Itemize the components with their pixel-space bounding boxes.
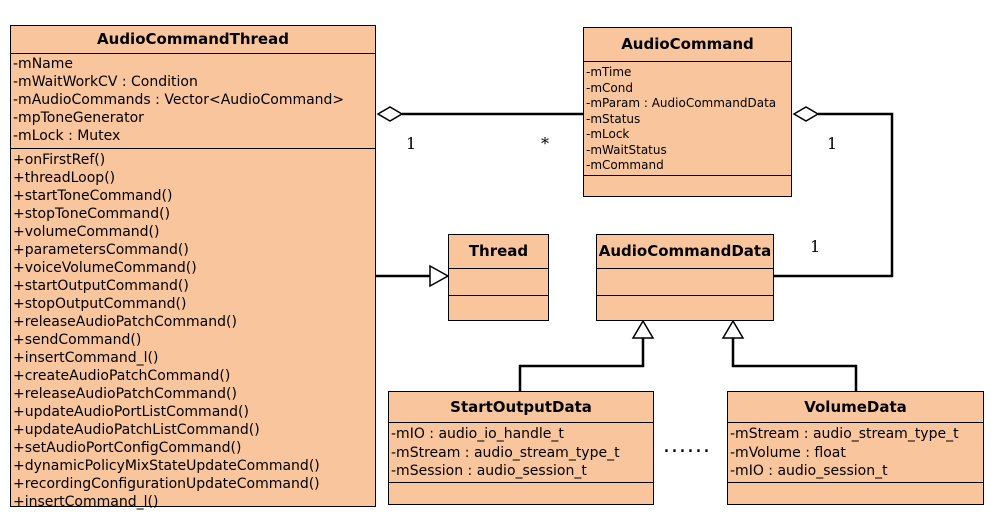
- operation: +setAudioPortConfigCommand(): [13, 440, 242, 456]
- class-name: AudioCommand: [584, 28, 791, 62]
- attribute: -mName: [13, 56, 73, 72]
- aggregation-diamond-command: [792, 106, 820, 122]
- operation: +updateAudioPatchListCommand(): [13, 422, 260, 438]
- attribute: -mWaitStatus: [586, 142, 667, 157]
- operation: +createAudioPatchCommand(): [13, 368, 231, 384]
- attribute: -mAudioCommands : Vector<AudioCommand>: [13, 92, 345, 108]
- operation: +startToneCommand(): [13, 188, 173, 204]
- class-audio-command-data: AudioCommandData: [596, 234, 774, 321]
- operation: +stopOutputCommand(): [13, 296, 187, 312]
- multiplicity-command-side: *: [541, 134, 549, 153]
- attribute: -mIO : audio_session_t: [730, 463, 888, 479]
- operation: +insertCommand_l(): [13, 350, 159, 366]
- operation: +voiceVolumeCommand(): [13, 260, 197, 276]
- class-volume-data: VolumeData -mStream : audio_stream_type_…: [727, 391, 984, 505]
- class-name: AudioCommandData: [597, 235, 773, 269]
- attribute: -mWaitWorkCV : Condition: [13, 74, 198, 90]
- operation: +updateAudioPortListCommand(): [13, 404, 249, 420]
- inheritance-arrow-thread: [429, 264, 450, 288]
- inheritance-line-volumedata: [731, 338, 858, 391]
- attribute: -mStream : audio_stream_type_t: [391, 444, 620, 461]
- operation: +volumeCommand(): [13, 224, 160, 240]
- attributes-section: [449, 269, 548, 296]
- inheritance-arrow-acd-right: [721, 319, 745, 339]
- operations-section: +onFirstRef() +threadLoop() +startToneCo…: [11, 149, 375, 511]
- attribute: -mLock: [586, 127, 630, 141]
- class-thread: Thread: [448, 234, 549, 321]
- multiplicity-command-data-source: 1: [827, 134, 838, 153]
- attribute: -mStatus: [586, 111, 641, 126]
- multiplicity-command-data-target: 1: [810, 237, 821, 256]
- attribute: -mpToneGenerator: [13, 110, 144, 126]
- operation: +sendCommand(): [13, 332, 142, 348]
- class-start-output-data: StartOutputData -mIO : audio_io_handle_t…: [388, 391, 654, 505]
- attributes-section: -mName -mWaitWorkCV : Condition -mAudioC…: [11, 54, 375, 149]
- attribute: -mSession : audio_session_t: [391, 463, 587, 479]
- operation: +recordingConfigurationUpdateCommand(): [13, 476, 320, 492]
- operation: +insertCommand_l(): [13, 494, 159, 510]
- attribute: -mCond: [586, 80, 633, 95]
- class-audio-command: AudioCommand -mTime -mCond -mParam : Aud…: [583, 27, 792, 197]
- operation: +onFirstRef(): [13, 152, 106, 168]
- attribute: -mStream : audio_stream_type_t: [730, 426, 959, 442]
- attributes-section: -mTime -mCond -mParam : AudioCommandData…: [584, 62, 791, 176]
- class-name: StartOutputData: [389, 392, 653, 423]
- inheritance-line-startoutputdata: [518, 338, 645, 391]
- class-name: VolumeData: [728, 392, 983, 423]
- attributes-section: -mStream : audio_stream_type_t -mVolume …: [728, 423, 983, 483]
- attribute: -mLock : Mutex: [13, 128, 121, 144]
- attributes-section: -mIO : audio_io_handle_t -mStream : audi…: [389, 423, 653, 483]
- attribute: -mVolume : float: [730, 444, 846, 461]
- class-name: Thread: [449, 235, 548, 269]
- class-name: AudioCommandThread: [11, 26, 375, 54]
- operation: +dynamicPolicyMixStateUpdateCommand(): [13, 458, 320, 474]
- ellipsis: ......: [663, 433, 711, 458]
- operation: +stopToneCommand(): [13, 206, 171, 222]
- operation: +parametersCommand(): [13, 242, 189, 258]
- attribute: -mParam : AudioCommandData: [586, 96, 777, 110]
- attribute: -mCommand: [586, 158, 664, 172]
- inheritance-arrow-acd-left: [631, 319, 655, 339]
- multiplicity-thread-side: 1: [406, 134, 417, 153]
- operation: +threadLoop(): [13, 170, 116, 186]
- attribute: -mIO : audio_io_handle_t: [391, 426, 564, 442]
- attributes-section: [597, 269, 773, 296]
- operation: +releaseAudioPatchCommand(): [13, 386, 237, 402]
- operation: +releaseAudioPatchCommand(): [13, 314, 237, 330]
- aggregation-diamond-thread: [376, 106, 404, 122]
- attribute: -mTime: [586, 65, 632, 79]
- operation: +startOutputCommand(): [13, 278, 189, 294]
- aggregation-line-command-data: [774, 112, 894, 278]
- class-audio-command-thread: AudioCommandThread -mName -mWaitWorkCV :…: [10, 25, 376, 510]
